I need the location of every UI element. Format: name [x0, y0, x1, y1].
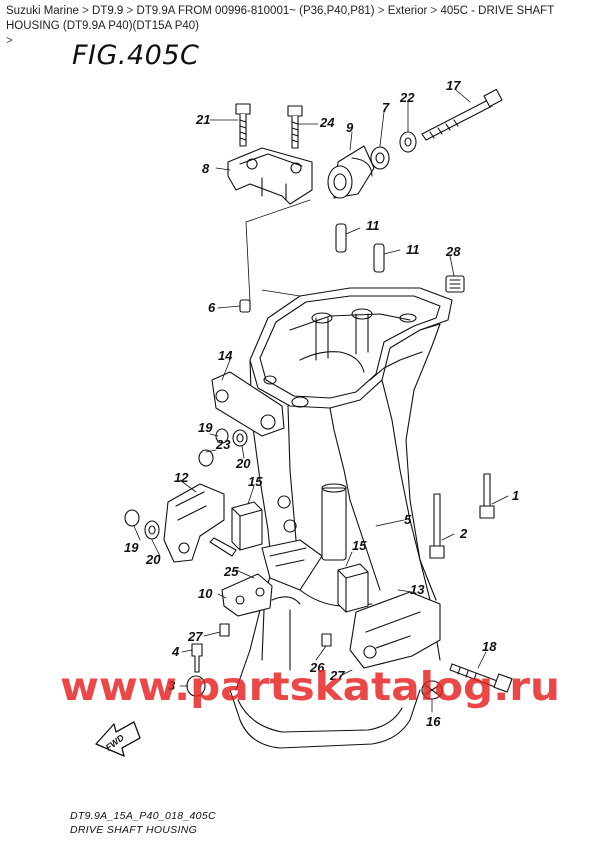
mount-plate-part[interactable]	[261, 539, 323, 591]
callout-label[interactable]: 11	[366, 218, 380, 233]
callout-label[interactable]: 4	[171, 644, 180, 659]
callout-label[interactable]: 19	[124, 540, 139, 555]
callout-label[interactable]: 28	[445, 244, 461, 259]
lower-mount-bracket-part[interactable]	[211, 371, 285, 437]
breadcrumb-item-model[interactable]: DT9.9	[92, 5, 124, 17]
fwd-arrow-icon	[95, 721, 141, 757]
breadcrumb-item-section[interactable]: Exterior	[387, 5, 428, 17]
callout-label[interactable]: 21	[195, 112, 210, 127]
callout-label[interactable]: 24	[319, 115, 335, 130]
breadcrumb-separator: >	[126, 5, 134, 17]
callout-label[interactable]: 2	[459, 526, 468, 541]
callout-label[interactable]: 18	[482, 639, 497, 654]
breadcrumb-item-current: 405C - DRIVE SHAFT HOUSING (DT9.9A P40)(…	[6, 5, 555, 32]
mount-rubber-part[interactable]	[327, 145, 375, 199]
callout-label[interactable]: 3	[168, 678, 176, 693]
figure-title-prefix: FIG.	[72, 40, 127, 71]
watermark-text: www.partskatalog.ru	[60, 665, 560, 710]
callout-label[interactable]: 14	[218, 348, 233, 363]
washer-part[interactable]	[144, 520, 160, 540]
bolt-part[interactable]	[479, 473, 495, 519]
bolt-part[interactable]	[191, 643, 203, 673]
callout-label[interactable]: 11	[406, 242, 420, 257]
callout-label[interactable]: 6	[208, 300, 216, 315]
callout-label[interactable]: 25	[223, 564, 239, 579]
washer-part[interactable]	[370, 146, 390, 170]
callout-label[interactable]: 20	[235, 456, 251, 471]
callout-label[interactable]: 27	[187, 629, 203, 644]
callout-label[interactable]: 16	[426, 714, 441, 729]
mount-plate-part[interactable]	[221, 573, 273, 617]
callout-label[interactable]: 27	[329, 668, 345, 683]
callout-label[interactable]: 13	[410, 582, 425, 597]
callout-label[interactable]: 15	[352, 538, 367, 553]
callout-label[interactable]: 12	[174, 470, 189, 485]
screw-part[interactable]	[321, 633, 332, 647]
callout-label[interactable]: 15	[248, 474, 263, 489]
side-cover-part[interactable]	[349, 591, 441, 669]
callout-label[interactable]: 9	[346, 120, 354, 135]
water-tube-part[interactable]	[335, 223, 347, 253]
callout-label[interactable]: 20	[145, 552, 161, 567]
drain-plug-part[interactable]	[421, 680, 443, 700]
rubber-pad-part[interactable]	[231, 501, 263, 551]
breadcrumb-separator: >	[430, 5, 438, 17]
callout-label[interactable]: 7	[382, 100, 390, 115]
nut-part[interactable]	[124, 509, 140, 527]
long-bolt-part[interactable]	[421, 88, 503, 141]
callout-label[interactable]: 22	[399, 90, 415, 105]
upper-mount-bracket-part[interactable]	[227, 147, 313, 205]
washer-part[interactable]	[215, 428, 229, 444]
nut-part[interactable]	[198, 449, 214, 467]
plug-part[interactable]	[445, 275, 465, 293]
breadcrumb-separator: >	[82, 5, 89, 17]
figure-title: FIG.405C	[72, 40, 199, 71]
spacer-part[interactable]	[399, 131, 417, 153]
bolt-part[interactable]	[449, 663, 513, 693]
figure-title-number: 405C	[127, 40, 200, 71]
rubber-pad-part[interactable]	[337, 563, 369, 613]
drawing-caption: DRIVE SHAFT HOUSING	[70, 824, 198, 836]
callout-label[interactable]: 5	[404, 512, 412, 527]
callout-label[interactable]: 17	[446, 78, 461, 93]
callout-label[interactable]: 26	[309, 660, 325, 675]
screw-part[interactable]	[239, 299, 251, 313]
water-tube-part[interactable]	[373, 243, 385, 273]
bolt-part[interactable]	[287, 105, 303, 149]
callout-label[interactable]: 19	[198, 420, 213, 435]
breadcrumb-trailing-separator: >	[6, 35, 13, 47]
callout-label[interactable]: 8	[202, 161, 210, 176]
washer-part[interactable]	[232, 429, 248, 447]
drawing-code: DT9.9A_15A_P40_018_405C	[70, 810, 216, 822]
clamp-bracket-part[interactable]	[163, 483, 237, 563]
callout-label[interactable]: 10	[198, 586, 213, 601]
breadcrumb-item-variant[interactable]: DT9.9A FROM 00996-810001~ (P36,P40,P81)	[136, 5, 375, 17]
callout-label[interactable]: 1	[512, 488, 519, 503]
bolt-part[interactable]	[235, 103, 251, 147]
breadcrumb-item-brand[interactable]: Suzuki Marine	[6, 5, 79, 17]
screw-part[interactable]	[219, 623, 230, 637]
breadcrumb: Suzuki Marine > DT9.9 > DT9.9A FROM 0099…	[6, 4, 594, 49]
bolt-part[interactable]	[429, 493, 445, 559]
breadcrumb-separator: >	[377, 5, 385, 17]
callout-label[interactable]: 23	[215, 437, 231, 452]
